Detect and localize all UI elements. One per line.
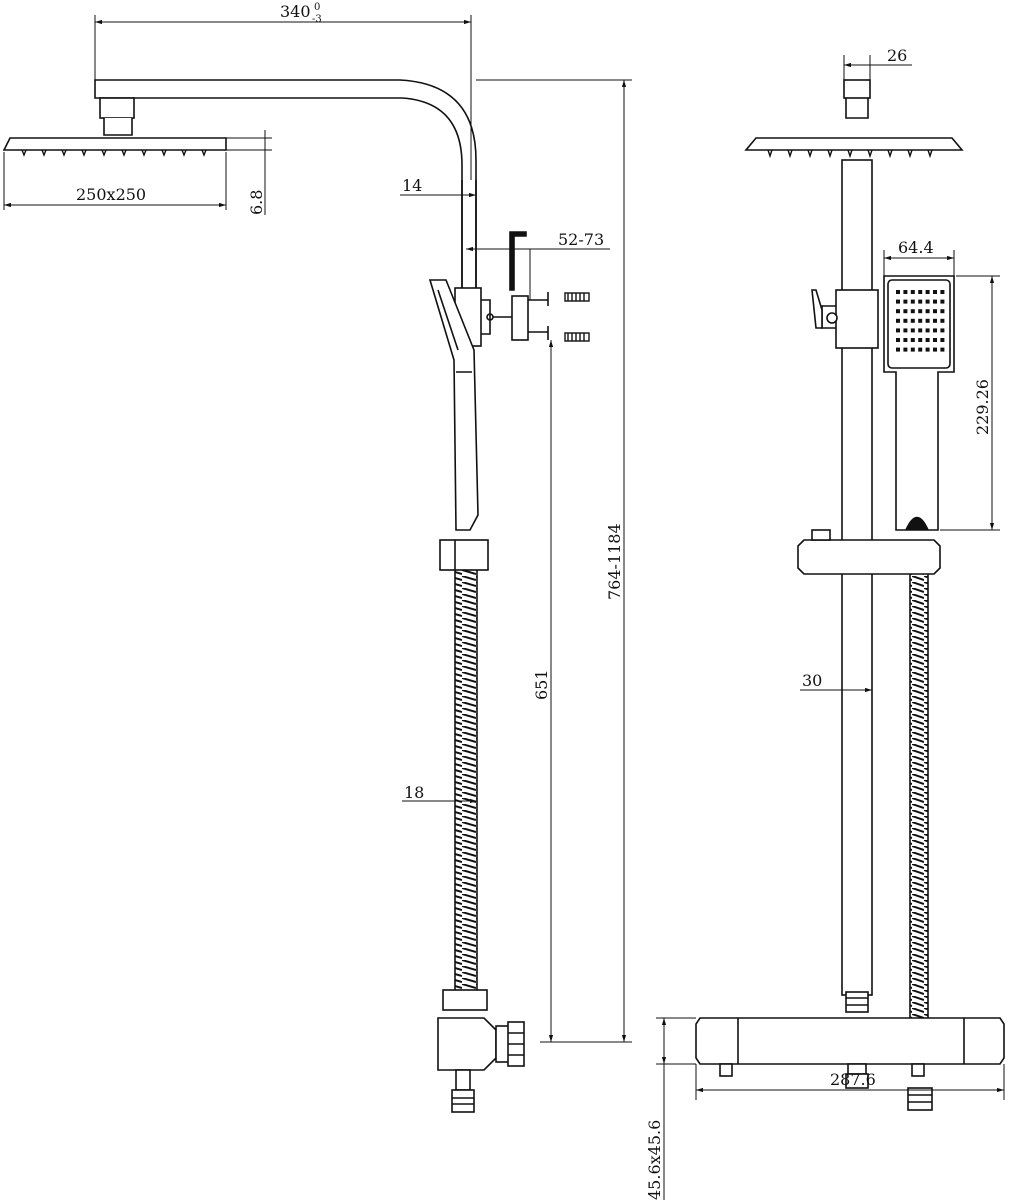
handset-nozzles (896, 290, 945, 352)
nozzle-dot (896, 299, 900, 304)
dim-total-height: 764-1184 (605, 523, 624, 600)
nozzle-dot (910, 347, 915, 352)
nozzle-dot (933, 290, 937, 294)
nozzle-dot (918, 299, 923, 304)
nozzle-dot (940, 338, 945, 342)
dim-arm-length: 340 (280, 2, 311, 21)
nozzle-dot (940, 299, 945, 304)
nozzle-dot (896, 328, 900, 333)
nozzle-dot (896, 318, 900, 323)
dimension-labels: 340 0 -3 250x250 6.8 14 52-73 764-1184 6… (76, 2, 992, 1200)
nozzle-dot (903, 347, 908, 352)
nozzle-dot (925, 347, 930, 352)
nozzle-dot (933, 338, 937, 342)
nozzle-dot (903, 299, 908, 304)
wall-plate (511, 295, 529, 341)
nozzle-dot (925, 338, 930, 342)
side-view (2, 79, 590, 1113)
nozzle-dot (940, 290, 945, 294)
wall-screws (564, 292, 590, 342)
dim-handset-length: 229.26 (973, 379, 992, 435)
nozzle-dot (933, 318, 937, 323)
upper-slider-front (835, 289, 879, 349)
nozzle-dot (918, 328, 923, 333)
dim-head-thickness: 6.8 (247, 190, 266, 215)
nozzle-dot (933, 309, 937, 314)
nozzle-dot (910, 299, 915, 304)
nozzle-dot (903, 328, 908, 333)
dim-slide-height: 651 (532, 669, 551, 700)
nozzle-dot (918, 290, 923, 294)
handset-side (428, 279, 479, 531)
dim-pipe-upper: 14 (402, 176, 422, 195)
nozzle-dot (918, 347, 923, 352)
nozzle-dot (918, 338, 923, 342)
nozzle-dot (940, 309, 945, 314)
nozzle-dot (925, 299, 930, 304)
dim-top-pipe: 26 (887, 46, 907, 65)
nozzle-dot (940, 318, 945, 323)
dim-valve-section: 45.6x45.6 (645, 1120, 664, 1200)
hose-side (455, 570, 477, 995)
nozzle-dot (925, 318, 930, 323)
nozzle-dot (903, 290, 908, 294)
dim-hose: 18 (404, 783, 424, 802)
thermostatic-valve-front (695, 1017, 1005, 1065)
nozzle-dot (910, 328, 915, 333)
dim-bracket-range: 52-73 (558, 230, 604, 249)
nozzle-dot (925, 309, 930, 314)
shower-head-side (2, 137, 227, 151)
nozzle-dot (940, 347, 945, 352)
valve-side (437, 1017, 497, 1071)
nozzle-dot (903, 318, 908, 323)
nozzle-dot (896, 290, 900, 294)
nozzle-dot (933, 299, 937, 304)
nozzle-dot (896, 338, 900, 342)
nozzle-dot (910, 338, 915, 342)
nozzle-dot (910, 290, 915, 294)
nozzle-dot (918, 309, 923, 314)
riser-rail (841, 159, 873, 996)
dim-rail: 30 (802, 671, 822, 690)
nozzle-dot (903, 338, 908, 342)
dim-head-size: 250x250 (76, 185, 146, 204)
dim-valve-length: 287.6 (830, 1070, 876, 1089)
top-connector (843, 79, 871, 99)
dim-arm-tol-lower: -3 (312, 14, 322, 25)
hex-key (509, 231, 527, 291)
dim-handset-width: 64.4 (898, 238, 934, 257)
nozzle-dot (896, 309, 900, 314)
hose-front (910, 574, 928, 1019)
nozzle-dot (910, 318, 915, 323)
nozzle-dot (896, 347, 900, 352)
nozzle-dot (918, 318, 923, 323)
lower-slider-front (797, 539, 941, 575)
nozzle-dot (933, 347, 937, 352)
nozzle-dot (933, 328, 937, 333)
nozzle-dot (925, 290, 930, 294)
slider-lower-side (439, 539, 489, 571)
nozzle-dot (910, 309, 915, 314)
dim-arm-tol-upper: 0 (314, 2, 320, 13)
shower-head-front (744, 137, 964, 151)
head-connector (99, 97, 135, 119)
nozzle-dot (925, 328, 930, 333)
nozzle-row-side (21, 149, 207, 157)
dimension-lines (3, 15, 1005, 1200)
nozzle-dot (940, 328, 945, 333)
front-view (695, 79, 1005, 1111)
nozzle-dot (903, 309, 908, 314)
